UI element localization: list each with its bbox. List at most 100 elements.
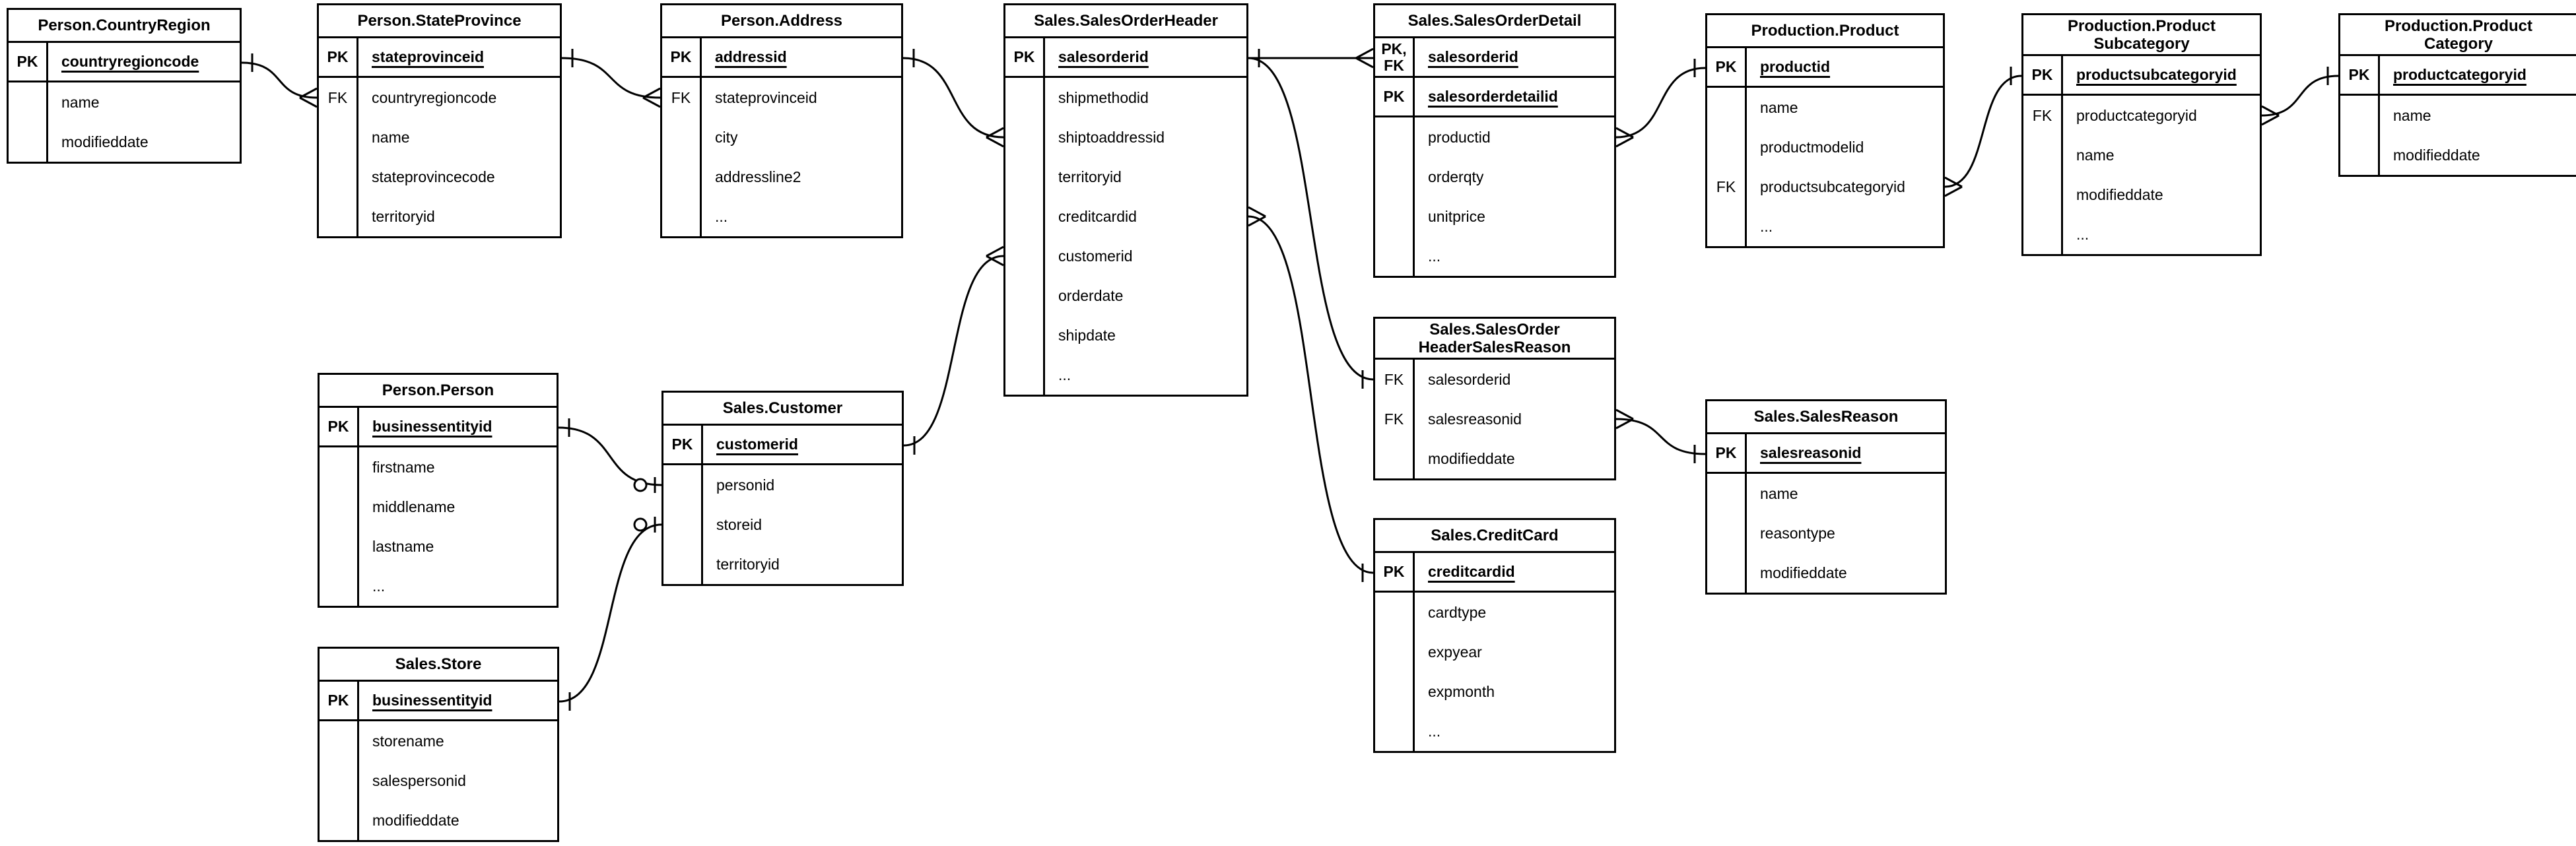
field-name: shiptoaddressid bbox=[1058, 128, 1165, 146]
key-label: PK bbox=[1707, 434, 1747, 472]
field-name: expyear bbox=[1428, 643, 1482, 661]
relationship-line bbox=[1248, 57, 1374, 381]
field-row: creditcardid bbox=[1005, 197, 1246, 236]
key-label bbox=[1005, 78, 1045, 117]
connector-sales-salesorderheadersalesreason-sales-salesreason bbox=[1615, 408, 1706, 463]
field-row: ... bbox=[320, 566, 557, 606]
relationship-line bbox=[559, 523, 662, 703]
key-label bbox=[1005, 276, 1045, 315]
field-name: stateprovincecode bbox=[372, 168, 495, 185]
field-name: creditcardid bbox=[1058, 207, 1137, 225]
field-row: salespersonid bbox=[320, 761, 557, 800]
field-name: territoryid bbox=[716, 555, 780, 573]
key-label bbox=[1375, 439, 1415, 478]
key-label bbox=[1707, 553, 1747, 593]
field-name: productsubcategoryid bbox=[2076, 66, 2237, 83]
field-name: name bbox=[2393, 106, 2431, 124]
field-row: productid bbox=[1375, 117, 1614, 157]
field-row: personid bbox=[663, 465, 902, 505]
key-label bbox=[1005, 355, 1045, 395]
field-row: name bbox=[319, 117, 560, 157]
connector-sales-salesorderheader-sales-creditcard bbox=[1248, 206, 1374, 582]
table-title: Person.StateProvince bbox=[319, 5, 560, 38]
field-row: modifieddate bbox=[1375, 439, 1614, 478]
connector-person-countryregion-person-stateprovince bbox=[241, 53, 318, 108]
field-row: middlename bbox=[320, 487, 557, 527]
connector-person-address-sales-salesorderheader bbox=[902, 49, 1004, 148]
field-name: cardtype bbox=[1428, 603, 1487, 621]
connector-production-productsubcategory-production-productcategory bbox=[2261, 67, 2339, 126]
many-marker bbox=[1615, 127, 1634, 148]
field-row: storeid bbox=[663, 505, 902, 544]
key-label: PK bbox=[2023, 56, 2063, 94]
key-label bbox=[1005, 117, 1045, 157]
field-row: customerid bbox=[1005, 236, 1246, 276]
field-name: ... bbox=[1760, 217, 1773, 235]
field-name: unitprice bbox=[1428, 207, 1485, 225]
many-marker bbox=[1248, 206, 1266, 227]
field-row: territoryid bbox=[1005, 157, 1246, 197]
field-row: ... bbox=[662, 197, 901, 236]
field-name: territoryid bbox=[372, 207, 435, 225]
field-row: modifieddate bbox=[2340, 135, 2576, 175]
field-row: PK productsubcategoryid bbox=[2023, 56, 2260, 96]
key-label bbox=[320, 761, 359, 800]
field-row: modifieddate bbox=[1707, 553, 1945, 593]
key-label bbox=[319, 157, 358, 197]
field-row: expyear bbox=[1375, 632, 1614, 672]
field-name: creditcardid bbox=[1428, 563, 1515, 580]
field-row: PK creditcardid bbox=[1375, 553, 1614, 593]
field-row: reasontype bbox=[1707, 513, 1945, 553]
table-title: Production.Product Subcategory bbox=[2023, 15, 2260, 56]
key-label bbox=[1375, 157, 1415, 197]
field-name: modifieddate bbox=[1428, 449, 1515, 467]
connector-production-product-production-productsubcategory bbox=[1944, 67, 2022, 197]
key-label bbox=[1375, 117, 1415, 157]
many-marker bbox=[2261, 105, 2280, 126]
field-row: lastname bbox=[320, 527, 557, 566]
field-name: city bbox=[715, 128, 738, 146]
key-label: PK bbox=[2340, 56, 2380, 94]
key-label: FK bbox=[2023, 96, 2063, 135]
field-name: storename bbox=[372, 732, 444, 750]
field-name: salesorderid bbox=[1428, 370, 1511, 388]
field-name: personid bbox=[716, 476, 775, 494]
field-row: cardtype bbox=[1375, 593, 1614, 632]
key-label bbox=[662, 157, 702, 197]
field-name: name bbox=[1760, 484, 1798, 502]
key-label bbox=[320, 800, 359, 840]
field-name: modifieddate bbox=[2393, 146, 2480, 164]
field-name: productsubcategoryid bbox=[1760, 178, 1905, 195]
field-row: territoryid bbox=[319, 197, 560, 236]
table-title: Person.Address bbox=[662, 5, 901, 38]
relationship-line bbox=[903, 255, 1004, 447]
field-row: shipmethodid bbox=[1005, 78, 1246, 117]
key-label: PK bbox=[320, 408, 359, 445]
field-row: ... bbox=[1707, 207, 1943, 246]
key-label bbox=[1375, 197, 1415, 236]
key-label: PK bbox=[1005, 38, 1045, 76]
relationship-line bbox=[1615, 418, 1706, 455]
field-name: salesreasonid bbox=[1760, 444, 1862, 461]
connector-sales-store-sales-customer bbox=[559, 517, 662, 711]
field-row: firstname bbox=[320, 447, 557, 487]
many-marker bbox=[1944, 176, 1963, 197]
key-label: PK bbox=[1375, 553, 1415, 591]
connector-sales-salesorderheader-sales-salesorderdetail bbox=[1248, 48, 1374, 69]
field-name: middlename bbox=[372, 498, 456, 515]
key-label bbox=[2340, 96, 2380, 135]
key-label bbox=[663, 544, 703, 584]
key-label bbox=[662, 117, 702, 157]
field-row: ... bbox=[1005, 355, 1246, 395]
key-label bbox=[1375, 593, 1415, 632]
field-name: shipdate bbox=[1058, 326, 1116, 344]
